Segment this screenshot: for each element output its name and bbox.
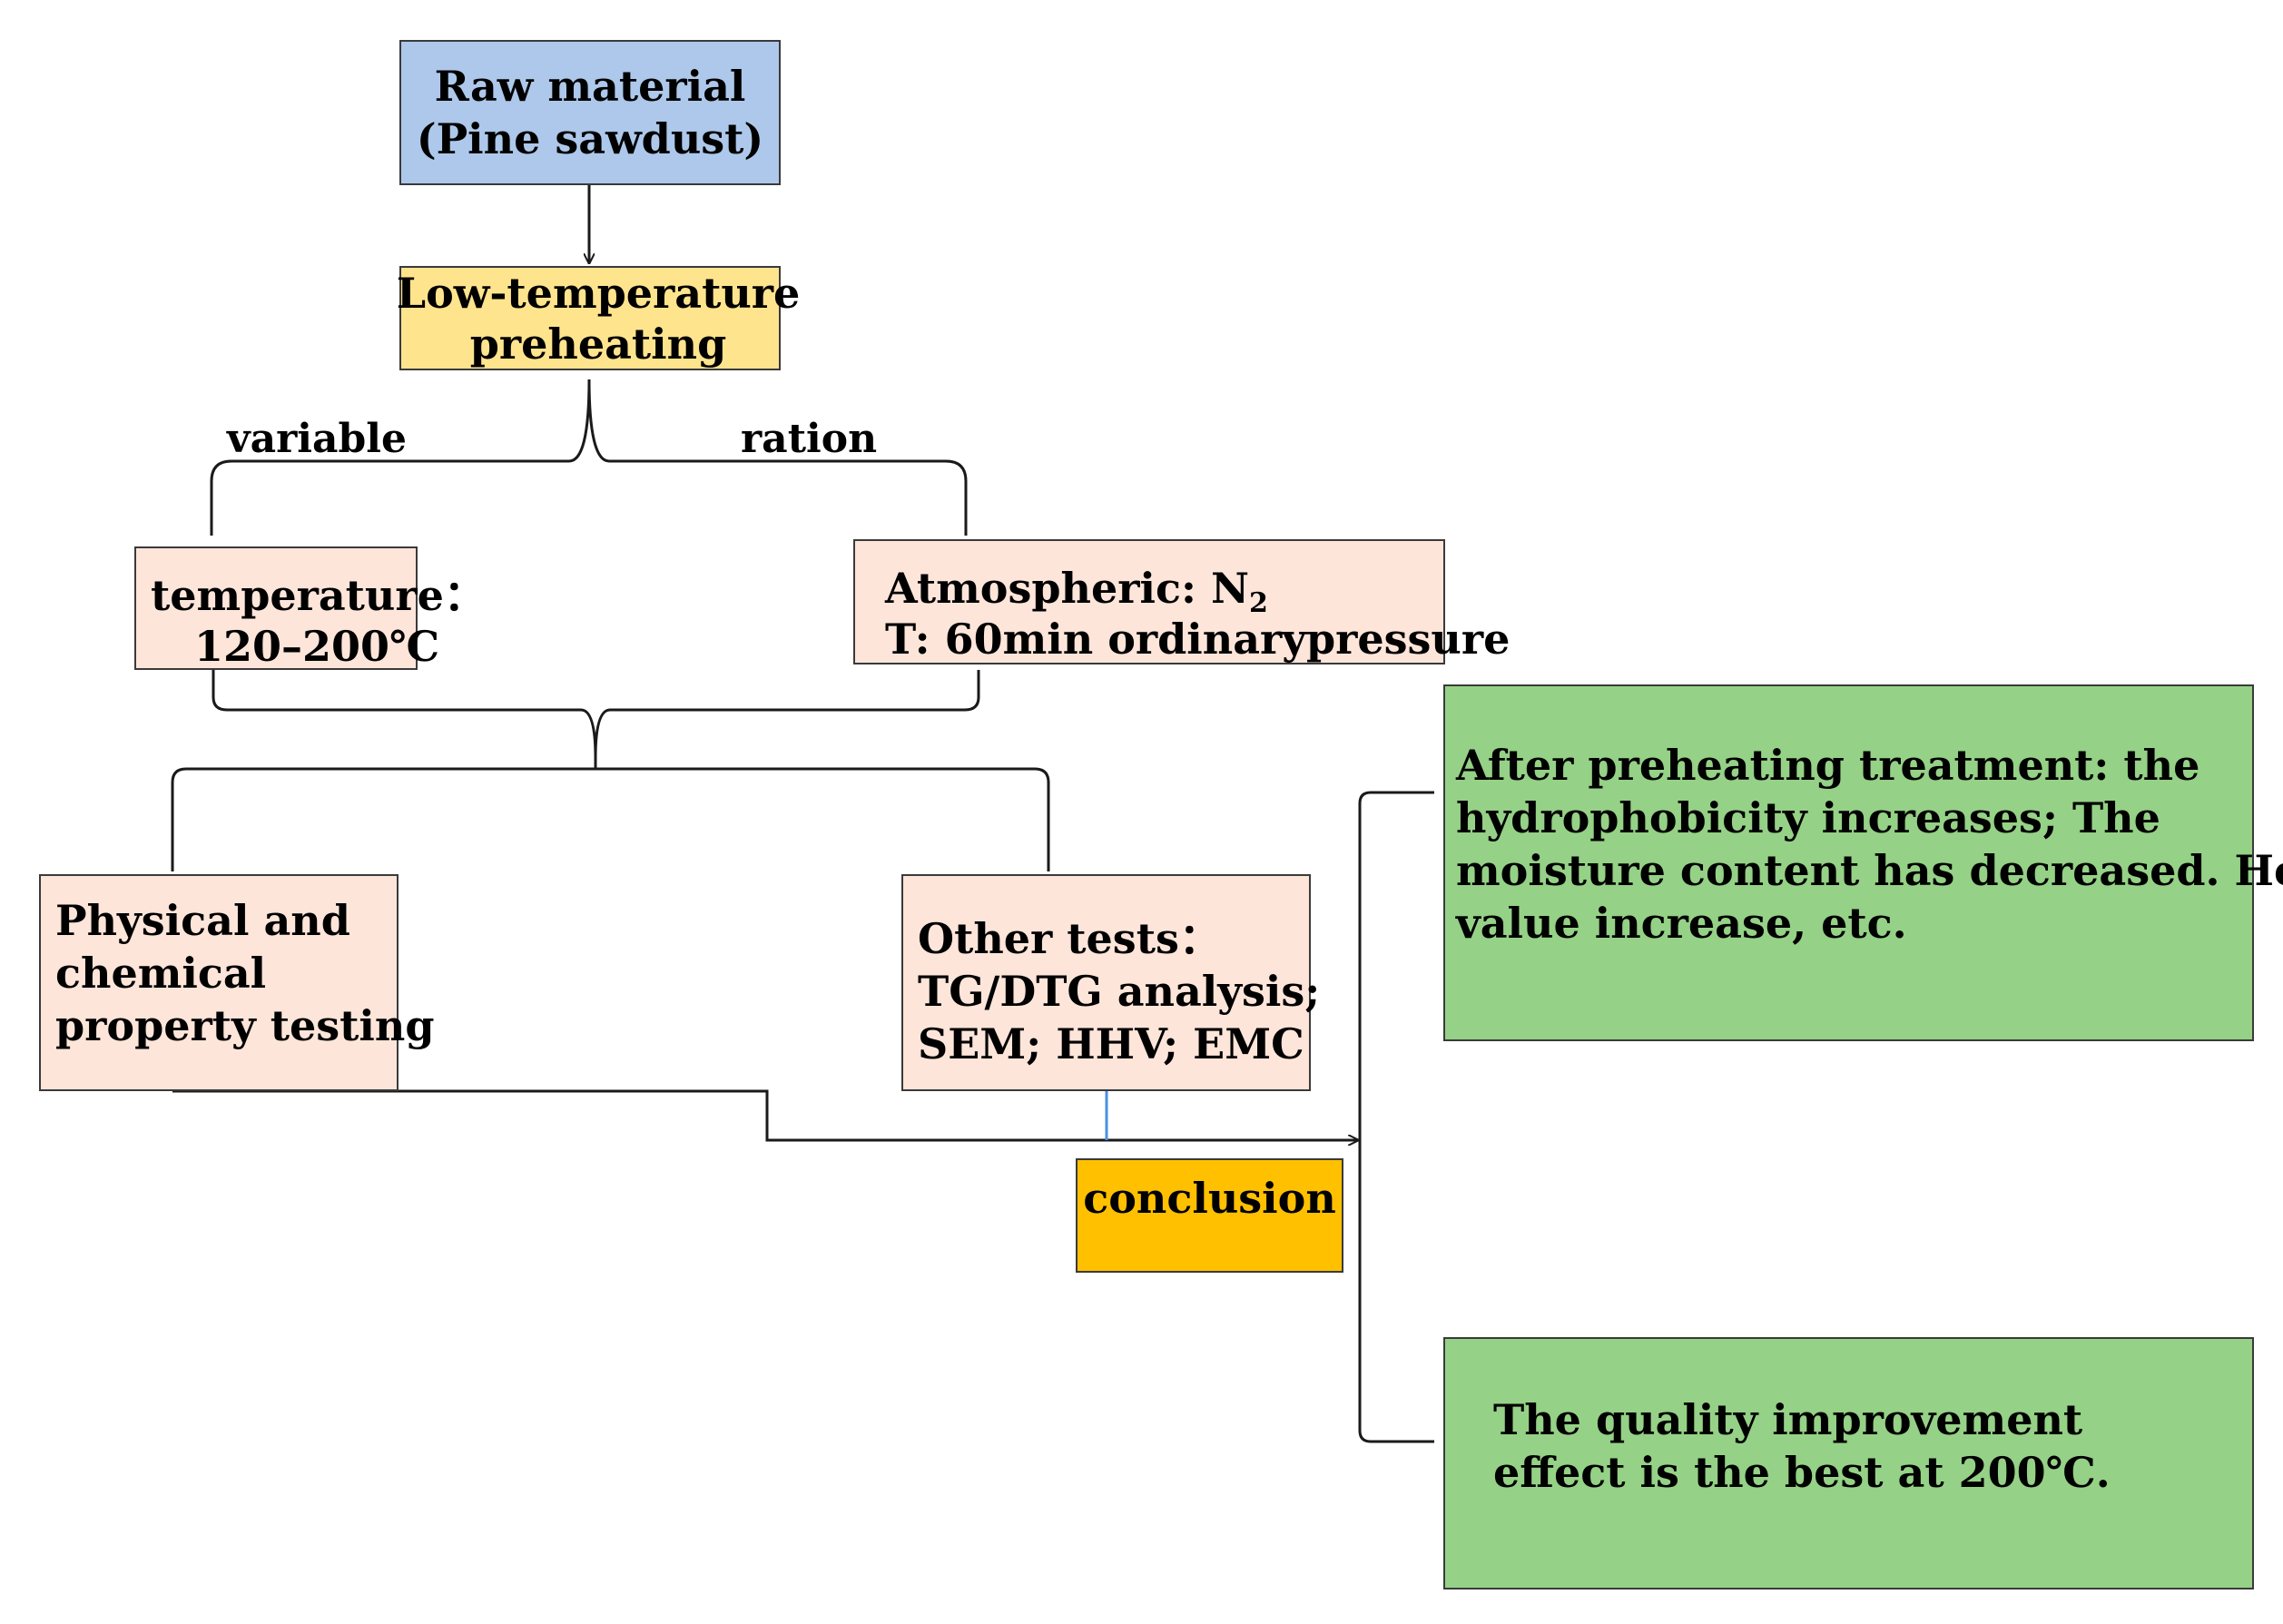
atmosphere-line2: T: 60min ordinarypressure <box>885 615 1511 664</box>
preheating-line1: Low-temperature <box>396 268 801 318</box>
brace-preheating-split <box>210 379 968 536</box>
raw-material-box: Raw material (Pine sawdust) <box>399 40 781 185</box>
conclusion-label: conclusion <box>1083 1174 1336 1223</box>
preheating-box: Low-temperature preheating <box>397 266 800 370</box>
other-tests-line2: TG/DTG analysis; <box>918 967 1321 1016</box>
physical-tests-line2: chemical <box>55 949 267 998</box>
brace-tests-split <box>171 758 1050 871</box>
result-2-line1: The quality improvement <box>1493 1395 2083 1444</box>
other-tests-box: Other tests： TG/DTG analysis; SEM; HHV; … <box>901 874 1321 1091</box>
branch-label-ration: ration <box>741 416 878 462</box>
atmosphere-line1: Atmospheric: N2 <box>885 563 1443 617</box>
preheating-line2: preheating <box>469 319 727 369</box>
physical-tests-line3: property testing <box>55 1001 435 1050</box>
brace-parameters-join <box>212 670 980 759</box>
temperature-box: temperature： 120–200℃ <box>134 546 486 671</box>
branch-label-variable: variable <box>227 416 407 462</box>
raw-material-line1: Raw material <box>434 62 746 111</box>
result-box-1: After preheating treatment: the hydropho… <box>1443 684 2283 1041</box>
atmosphere-line1-subscript: 2 <box>1249 587 1268 620</box>
other-tests-line1: Other tests： <box>918 914 1221 963</box>
bracket-conclusion <box>1358 791 1434 1443</box>
result-2-line2: effect is the best at 200℃. <box>1493 1448 2111 1497</box>
conclusion-box: conclusion <box>1076 1158 1343 1273</box>
result-1-line3: moisture content has decreased. Heat <box>1456 846 2283 895</box>
result-1-line4: value increase, etc. <box>1456 899 1907 948</box>
physical-tests-box: Physical and chemical property testing <box>39 874 435 1091</box>
result-1-line2: hydrophobicity increases; The <box>1456 793 2160 842</box>
connector-tests-to-conclusion <box>172 1089 1358 1140</box>
raw-material-line2: (Pine sawdust) <box>416 114 764 163</box>
temperature-line2: 120–200℃ <box>194 622 440 671</box>
other-tests-line3: SEM; HHV; EMC <box>918 1019 1304 1068</box>
temperature-line1: temperature： <box>151 571 486 620</box>
physical-tests-line1: Physical and <box>55 896 350 945</box>
atmosphere-line1-text: Atmospheric: N <box>885 564 1250 613</box>
result-box-2: The quality improvement effect is the be… <box>1443 1337 2254 1590</box>
result-1-line1: After preheating treatment: the <box>1456 741 2200 790</box>
atmosphere-box: Atmospheric: N2 T: 60min ordinarypressur… <box>853 539 1511 664</box>
